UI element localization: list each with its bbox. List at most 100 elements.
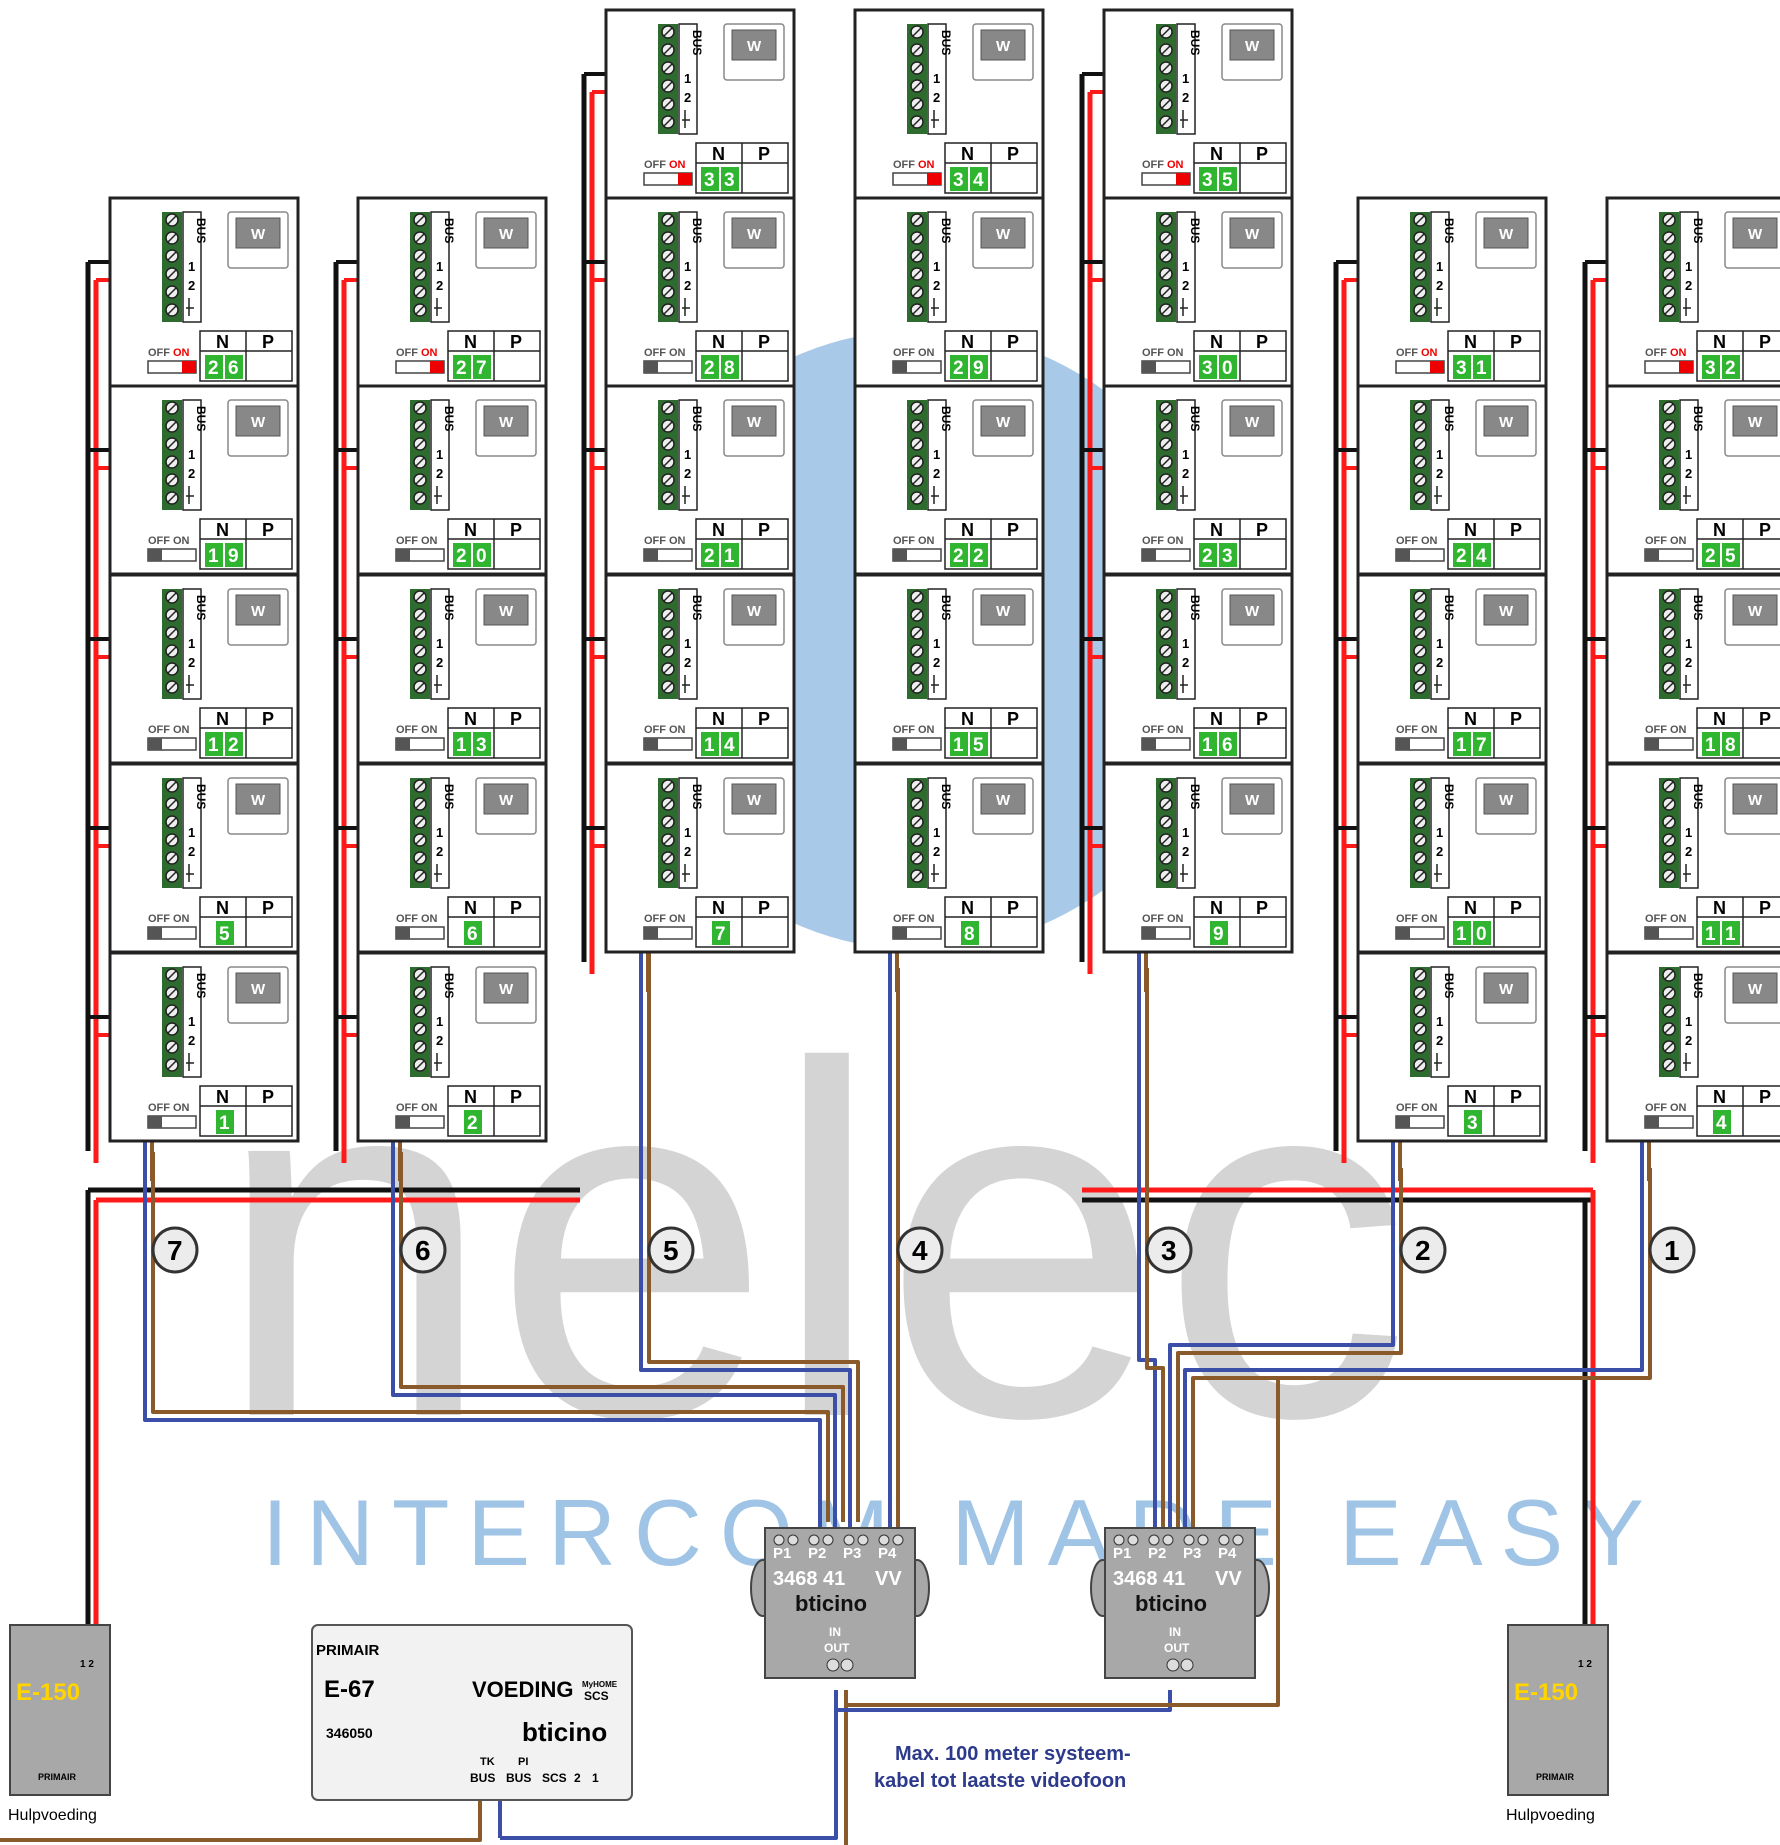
switch-knob-icon [678, 173, 692, 185]
screw-slot-icon [912, 287, 922, 297]
terminal-labels [430, 399, 450, 511]
address-digit-cell [464, 921, 482, 945]
address-digit-cell [1702, 543, 1720, 567]
terminal-labels [678, 588, 698, 700]
monitor-screen-label: W [499, 792, 514, 809]
p-header: P [1256, 898, 1268, 918]
p-header: P [1510, 332, 1522, 352]
p-header: P [1007, 520, 1019, 540]
switch-off-label: OFF [1645, 913, 1667, 925]
bus-run-brown [1191, 1168, 1652, 1538]
monitor-screen-icon [731, 783, 777, 815]
address-digit: 1 [1476, 358, 1487, 379]
n-header: N [1713, 520, 1726, 540]
screw-slot-icon [912, 117, 922, 127]
screw-slot-icon [1415, 475, 1425, 485]
aux-primair: PRIMAIR [1536, 1772, 1575, 1782]
address-digit: 3 [953, 170, 964, 191]
bus-run-brown [1145, 968, 1165, 1538]
bus-label: BUS [690, 218, 704, 243]
terminal-1-label: 1 [436, 1014, 443, 1029]
switch-on-label: ON [173, 535, 190, 547]
screw-slot-icon [1415, 493, 1425, 503]
screw-slot-icon [415, 817, 425, 827]
bus-label: BUS [442, 595, 456, 620]
screw-slot-icon [663, 592, 673, 602]
port-label: P1 [773, 1545, 791, 1562]
switch-on-label: ON [918, 347, 935, 359]
switch-on-label: ON [1670, 1102, 1687, 1114]
switch-off-label: OFF [893, 347, 915, 359]
monitor-screen-label: W [251, 603, 266, 620]
screw-slot-icon [912, 233, 922, 243]
monitor-screen-label: W [1499, 414, 1514, 431]
switch-off-label: OFF [1645, 1102, 1667, 1114]
screw-slot-icon [415, 475, 425, 485]
switch-off-label: OFF [893, 724, 915, 736]
address-digit-cell [1464, 1110, 1482, 1134]
terminal-labels [182, 588, 202, 700]
screw-slot-icon [1415, 457, 1425, 467]
screw-slot-icon [1415, 1042, 1425, 1052]
screw-slot-icon [1161, 27, 1171, 37]
screw-slot-icon [167, 215, 177, 225]
screw-slot-icon [167, 610, 177, 620]
port-screw-icon [892, 1534, 904, 1546]
switch-off-label: OFF [396, 724, 418, 736]
ground-icon [1180, 864, 1188, 882]
address-digit: 3 [476, 735, 487, 756]
screw-slot-icon [663, 99, 673, 109]
address-digit: 1 [704, 735, 715, 756]
screw-slot-icon [1415, 970, 1425, 980]
screw-slot-icon [1415, 817, 1425, 827]
switch-on-label: ON [1421, 347, 1438, 359]
screw-slot-icon [912, 27, 922, 37]
screw-slot-icon [912, 781, 922, 791]
out-screw-icon [826, 1658, 840, 1672]
screw-slot-icon [1161, 853, 1171, 863]
address-digit: 4 [724, 735, 735, 756]
switch-off-label: OFF [1142, 913, 1164, 925]
ground-icon [682, 110, 690, 128]
switch-off-label: OFF [1645, 535, 1667, 547]
terminal-2-label: 2 [1182, 655, 1189, 670]
switch-on-label: ON [669, 535, 686, 547]
address-digit: 9 [228, 546, 239, 567]
ground-icon [1180, 675, 1188, 693]
address-digit: 3 [1202, 170, 1213, 191]
column-badge [896, 1226, 944, 1274]
bus-label: BUS [1188, 595, 1202, 620]
terminal-2-label: 2 [1436, 1033, 1443, 1048]
address-digit: 2 [467, 1113, 478, 1134]
switch-off-label: OFF [1396, 913, 1418, 925]
ground-icon [682, 675, 690, 693]
out-screw-icon [1166, 1658, 1180, 1672]
address-digit-cell [1453, 732, 1471, 756]
ground-icon [1180, 110, 1188, 128]
screw-slot-icon [1161, 664, 1171, 674]
screw-slot-icon [167, 251, 177, 261]
terminal-labels [182, 777, 202, 889]
port-label: P2 [1148, 1545, 1166, 1562]
terminal-labels [1679, 399, 1699, 511]
screw-slot-icon [1415, 251, 1425, 261]
screw-slot-icon [1161, 799, 1171, 809]
p-header: P [758, 144, 770, 164]
terminal-2-label: 2 [436, 1033, 443, 1048]
screw-slot-icon [415, 664, 425, 674]
address-digit-cell [701, 167, 719, 191]
column-badge [151, 1226, 199, 1274]
port-screw-icon [857, 1534, 869, 1546]
screw-slot-icon [912, 799, 922, 809]
n-header: N [961, 144, 974, 164]
screw-slot-icon [912, 215, 922, 225]
screw-slot-icon [912, 592, 922, 602]
switch-knob-icon [148, 738, 162, 750]
terminal-2-label: 2 [188, 278, 195, 293]
terminal-1-label: 1 [1182, 447, 1189, 462]
bus-label: BUS [690, 784, 704, 809]
